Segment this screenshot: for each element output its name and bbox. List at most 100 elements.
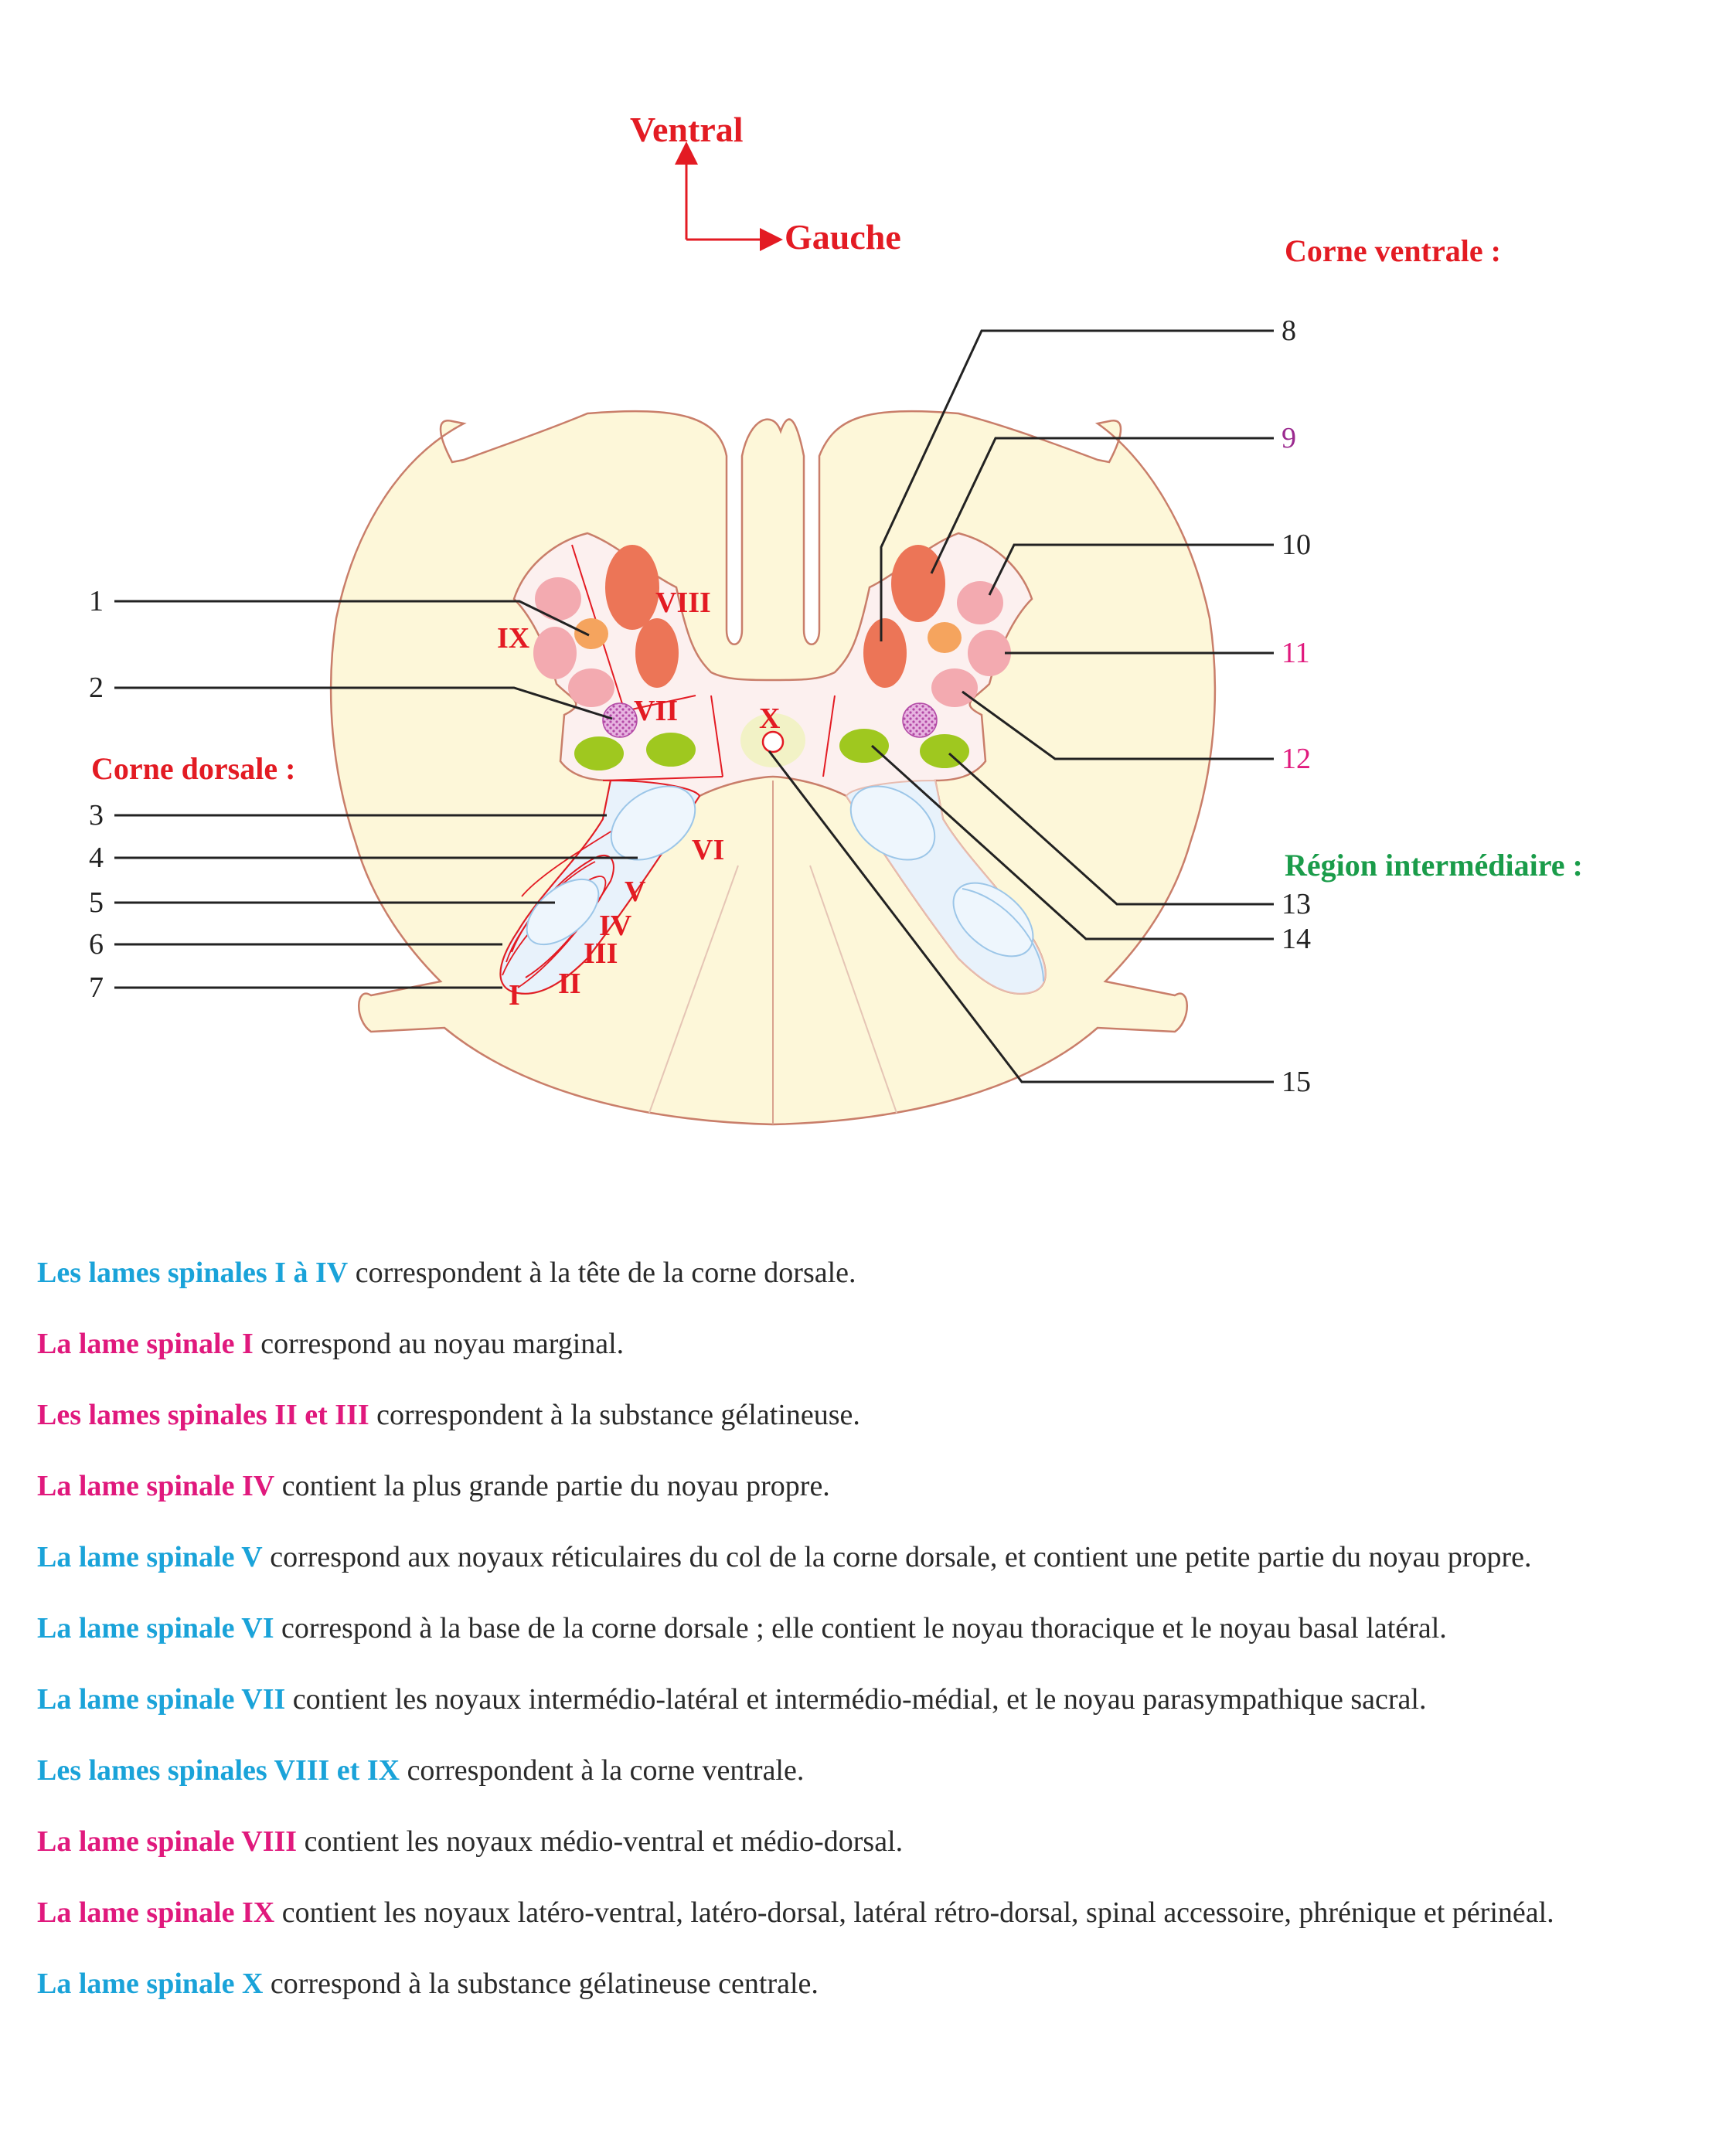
nucleus-viii-right-1 [891,545,945,622]
boundary-x-left [710,695,723,777]
note-text: contient la plus grande partie du noyau … [274,1470,830,1502]
lamina-label-vi: VI [692,834,724,866]
leader-line-12 [962,690,1274,760]
spinal-cord-diagram: Ventral Gauche Corne ventrale : Corne do… [89,110,1583,1126]
callout-15: 15 [1282,1066,1311,1098]
callout-9: 9 [1282,422,1296,454]
nucleus-vii-left-dotted [602,702,638,738]
nucleus-ix-right-orange [928,622,962,653]
callout-14: 14 [1282,923,1311,955]
nucleus-ix-left-3 [568,668,614,707]
lamina-label-ix: IX [497,622,529,655]
note-item: La lame spinale V correspond aux noyaux … [37,1536,1722,1607]
left-label: Gauche [785,217,901,257]
boundary-x-right [822,695,836,777]
nucleus-viii-left-1 [605,545,659,630]
lamina-label-iii: III [584,937,618,970]
note-text: contient les noyaux latéro-ventral, laté… [274,1896,1554,1929]
note-item: La lame spinale VI correspond à la base … [37,1607,1722,1679]
callout-8: 8 [1282,315,1296,347]
nucleus-green-right-2 [920,734,969,768]
nucleus-ix-left-2 [533,627,577,679]
nucleus-viii-right-2 [863,618,907,688]
note-item: Les lames spinales I à IV correspondent … [37,1252,1722,1323]
nucleus-ix-right-1 [957,581,1003,624]
note-text: correspond au noyau marginal. [253,1328,625,1360]
leader-lines [114,329,1274,1083]
note-text: contient les noyaux médio-ventral et méd… [297,1825,904,1858]
note-label: La lame spinale I [37,1328,254,1360]
dorsal-nucleus-right-1 [849,785,936,861]
nucleus-vii-right-dotted [902,702,938,738]
dorsal-horn-right-rim [962,888,1044,982]
callout-2: 2 [89,672,104,704]
leader-line-13 [948,752,1274,906]
lamina-boundary-left-4 [521,826,619,897]
dorsal-intermediate-septum-right [809,865,897,1114]
leader-line-14 [870,744,1274,940]
dorsal-nucleus-left-1 [610,785,696,861]
note-item: Les lames spinales VIII et IX correspond… [37,1750,1722,1821]
gray-matter [499,532,1047,995]
nucleus-ix-left-1 [535,577,581,621]
note-item: La lame spinale IV contient la plus gran… [37,1465,1722,1536]
note-item: La lame spinale VIII contient les noyaux… [37,1821,1722,1892]
lamina-label-viii: VIII [655,587,711,619]
note-label: La lame spinale V [37,1541,263,1573]
note-label: La lame spinale VIII [37,1825,298,1858]
callout-12: 12 [1282,743,1311,775]
nucleus-viii-left-2 [635,618,679,688]
note-label: La lame spinale IX [37,1896,275,1929]
note-text: correspond aux noyaux réticulaires du co… [262,1541,1532,1573]
nucleus-ix-right-3 [931,668,978,707]
note-item: La lame spinale IX contient les noyaux l… [37,1892,1722,1963]
leader-line-9 [930,437,1274,574]
note-item: La lame spinale X correspond à la substa… [37,1963,1722,2034]
note-item: Les lames spinales II et III corresponde… [37,1394,1722,1465]
note-label: Les lames spinales I à IV [37,1257,349,1289]
leader-line-15 [768,750,1274,1083]
lamina-label-x: X [759,702,780,735]
dorsal-nucleus-right-2 [952,882,1034,957]
note-label: La lame spinale VII [37,1683,286,1716]
note-text: correspondent à la substance gélatineuse… [369,1399,860,1431]
note-label: La lame spinale X [37,1968,264,2000]
nucleus-green-left-1 [574,736,624,770]
leader-line-1 [114,600,590,637]
lamina-notes: Les lames spinales I à IV correspondent … [37,1252,1722,2034]
dorsal-nucleus-left-2 [526,878,600,946]
lamina-label-v: V [625,876,646,908]
dorsal-intermediate-septum-left [648,865,739,1114]
callout-6: 6 [89,928,104,961]
note-text: correspondent à la corne ventrale. [400,1754,805,1787]
nucleus-green-left-2 [646,733,696,767]
boundary-viii-vii-left [624,695,696,712]
note-text: correspond à la base de la corne dorsale… [274,1612,1447,1645]
callout-numbers: 1 2 3 4 5 6 7 8 9 10 11 12 13 14 15 [89,315,1311,1098]
ventral-horn-heading: Corne ventrale : [1285,233,1501,268]
central-canal [761,730,785,753]
intermediate-region-heading: Région intermédiaire : [1285,848,1583,883]
nucleus-ix-left-orange [574,618,608,649]
note-item: La lame spinale I correspond au noyau ma… [37,1323,1722,1394]
callout-1: 1 [89,585,104,617]
callout-5: 5 [89,886,104,919]
nucleus-green-right-1 [839,729,889,763]
lamina-label-ii: II [558,968,581,1000]
note-text: contient les noyaux intermédio-latéral e… [285,1683,1427,1716]
callout-11: 11 [1282,637,1310,669]
note-label: La lame spinale VI [37,1612,274,1645]
leader-line-10 [988,543,1274,596]
note-text: correspond à la substance gélatineuse ce… [263,1968,819,2000]
lamina-label-i: I [509,979,520,1012]
note-item: La lame spinale VII contient les noyaux … [37,1679,1722,1750]
note-label: La lame spinale IV [37,1470,275,1502]
lamina-labels: VIII IX VII X VI V IV III II I [497,587,780,1012]
boundary-vii-vi-left [602,776,723,781]
dorsal-horn-heading: Corne dorsale : [91,751,295,786]
callout-3: 3 [89,799,104,832]
nucleus-ix-right-2 [968,630,1011,676]
note-text: correspondent à la tête de la corne dors… [348,1257,856,1289]
note-label: Les lames spinales II et III [37,1399,369,1431]
